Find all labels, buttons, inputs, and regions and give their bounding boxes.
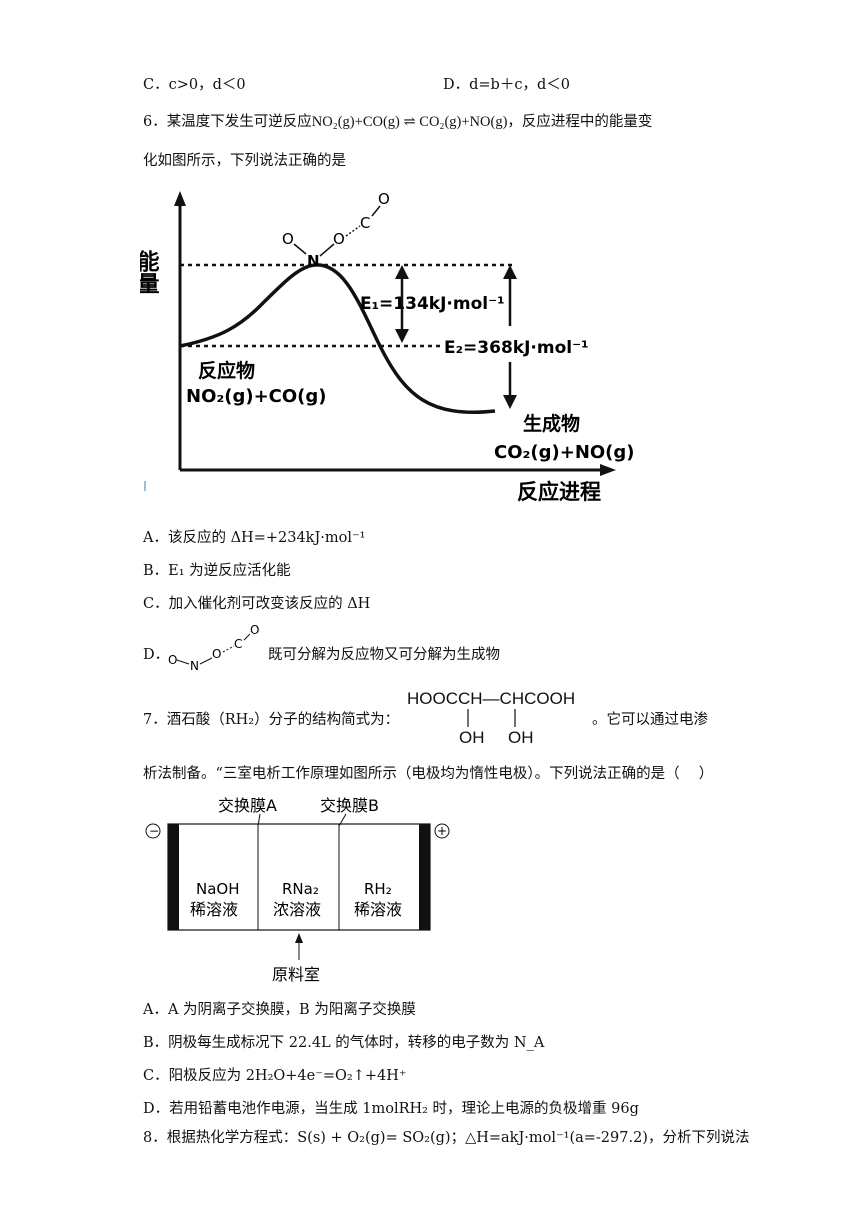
structure-oh-right: OH	[508, 728, 534, 747]
q6-option-d-prefix: D．	[143, 647, 170, 663]
membrane-b-label: 交换膜B	[320, 796, 379, 815]
mol-atom-o3: O	[250, 624, 259, 637]
negative-terminal-icon	[145, 823, 161, 839]
q6-option-b: B．E₁ 为逆反应活化能	[143, 563, 291, 579]
q6-stem-line1: 6．某温度下发生可逆反应NO₂(g)+CO(g) ⇌ CO₂(g)+NO(g)，…	[143, 112, 652, 132]
ts-atom-o1: O	[282, 230, 294, 248]
energy-curve	[179, 263, 496, 414]
electrolysis-cell-diagram: 交换膜A 交换膜B − + NaOH 稀溶液 RNa₂ 浓溶液 RH₂ 稀溶液 …	[145, 796, 450, 984]
reactant-label: 反应物	[198, 359, 255, 382]
e1-arrow-down	[395, 329, 409, 343]
y-axis-arrow	[174, 191, 186, 206]
e2-arrow-up	[503, 265, 517, 279]
q6-stem-line2: 化如图所示，下列说法正确的是	[143, 153, 346, 169]
e1-label: E₁=134kJ·mol⁻¹	[360, 294, 505, 314]
mol-atom-n: N	[190, 659, 199, 670]
mol-atom-o2: O	[212, 647, 221, 661]
ts-atom-o3: O	[378, 190, 390, 208]
e1-arrow-up	[395, 265, 409, 279]
room2-bottom: 浓溶液	[273, 900, 321, 919]
y-axis-label: 能量	[140, 249, 160, 294]
q7-stem-prefix: 7．酒石酸（RH₂）分子的结构简式为：	[143, 712, 400, 728]
structure-bonds	[467, 709, 516, 727]
structure-oh-left: OH	[459, 728, 485, 747]
room1-top: NaOH	[196, 880, 240, 898]
q6-stem-prefix: 6．某温度下发生可逆反应	[143, 114, 312, 130]
q7-option-d: D．若用铅蓄电池作电源，当生成 1molRH₂ 时，理论上电源的负极增重 96g	[143, 1101, 639, 1117]
reactant-formula: NO₂(g)+CO(g)	[186, 386, 327, 407]
feed-arrow-head	[295, 933, 303, 943]
product-label: 生成物	[523, 412, 580, 435]
negative-sign: −	[149, 824, 159, 838]
anode-electrode	[419, 824, 430, 930]
cathode-electrode	[168, 824, 179, 930]
q5-option-c: C．c>0，d＜0	[143, 77, 246, 93]
energy-diagram: 能量 反应进程 E₁=134kJ·mol⁻¹ E₂=368kJ·mol⁻¹ 反应…	[140, 190, 635, 504]
q6-stem-suffix: ，反应进程中的能量变	[507, 114, 653, 130]
product-formula: CO₂(g)+NO(g)	[494, 442, 635, 463]
x-axis-label: 反应进程	[517, 480, 601, 504]
positive-sign: +	[437, 824, 447, 838]
q5-option-d: D．d=b＋c，d＜0	[443, 77, 570, 93]
positive-terminal-icon	[434, 823, 450, 839]
q7-stem-suffix: 。它可以通过电渗	[592, 712, 708, 728]
q7-option-a: A．A 为阴离子交换膜，B 为阳离子交换膜	[143, 1002, 416, 1018]
membrane-a-label: 交换膜A	[218, 796, 277, 815]
tartaric-acid-structure: HOOCCH—CHCOOH	[407, 689, 575, 709]
e2-label: E₂=368kJ·mol⁻¹	[444, 338, 589, 358]
room3-top: RH₂	[364, 880, 392, 898]
room3-bottom: 稀溶液	[354, 900, 402, 919]
mol-atom-o1: O	[168, 653, 177, 667]
q8-stem: 8．根据热化学方程式：S(s) + O₂(g)= SO₂(g)；△H=akJ·m…	[143, 1130, 750, 1146]
q6-option-a: A．该反应的 ΔH=+234kJ·mol⁻¹	[143, 530, 366, 546]
q6-option-d-text: 既可分解为反应物又可分解为生成物	[268, 647, 500, 663]
feed-room-label: 原料室	[272, 965, 320, 984]
mol-atom-c: C	[234, 637, 242, 651]
q6-option-d-molecule: O N O C O	[168, 624, 259, 670]
room2-top: RNa₂	[282, 880, 319, 898]
ts-atom-o2: O	[333, 230, 345, 248]
x-axis-arrow	[600, 464, 616, 476]
q6-equation: NO₂(g)+CO(g) ⇌ CO₂(g)+NO(g)	[311, 114, 508, 130]
ts-atom-c: C	[360, 214, 370, 232]
q6-option-c: C．加入催化剂可改变该反应的 ΔH	[143, 596, 371, 612]
room1-bottom: 稀溶液	[190, 900, 238, 919]
q7-option-c: C．阳极反应为 2H₂O+4e⁻=O₂↑+4H⁺	[143, 1068, 407, 1084]
e2-arrow-down	[503, 395, 517, 409]
q7-stem-line2: 析法制备。“三室电析工作原理如图所示（电极均为惰性电极）。下列说法正确的是（ ）	[143, 766, 714, 782]
structure-top: HOOCCH—CHCOOH	[407, 689, 576, 708]
q7-option-b: B．阴极每生成标况下 22.4L 的气体时，转移的电子数为 N_A	[143, 1035, 545, 1051]
transition-state-molecule: O N O C O	[282, 190, 390, 270]
ts-atom-n: N	[307, 252, 320, 270]
